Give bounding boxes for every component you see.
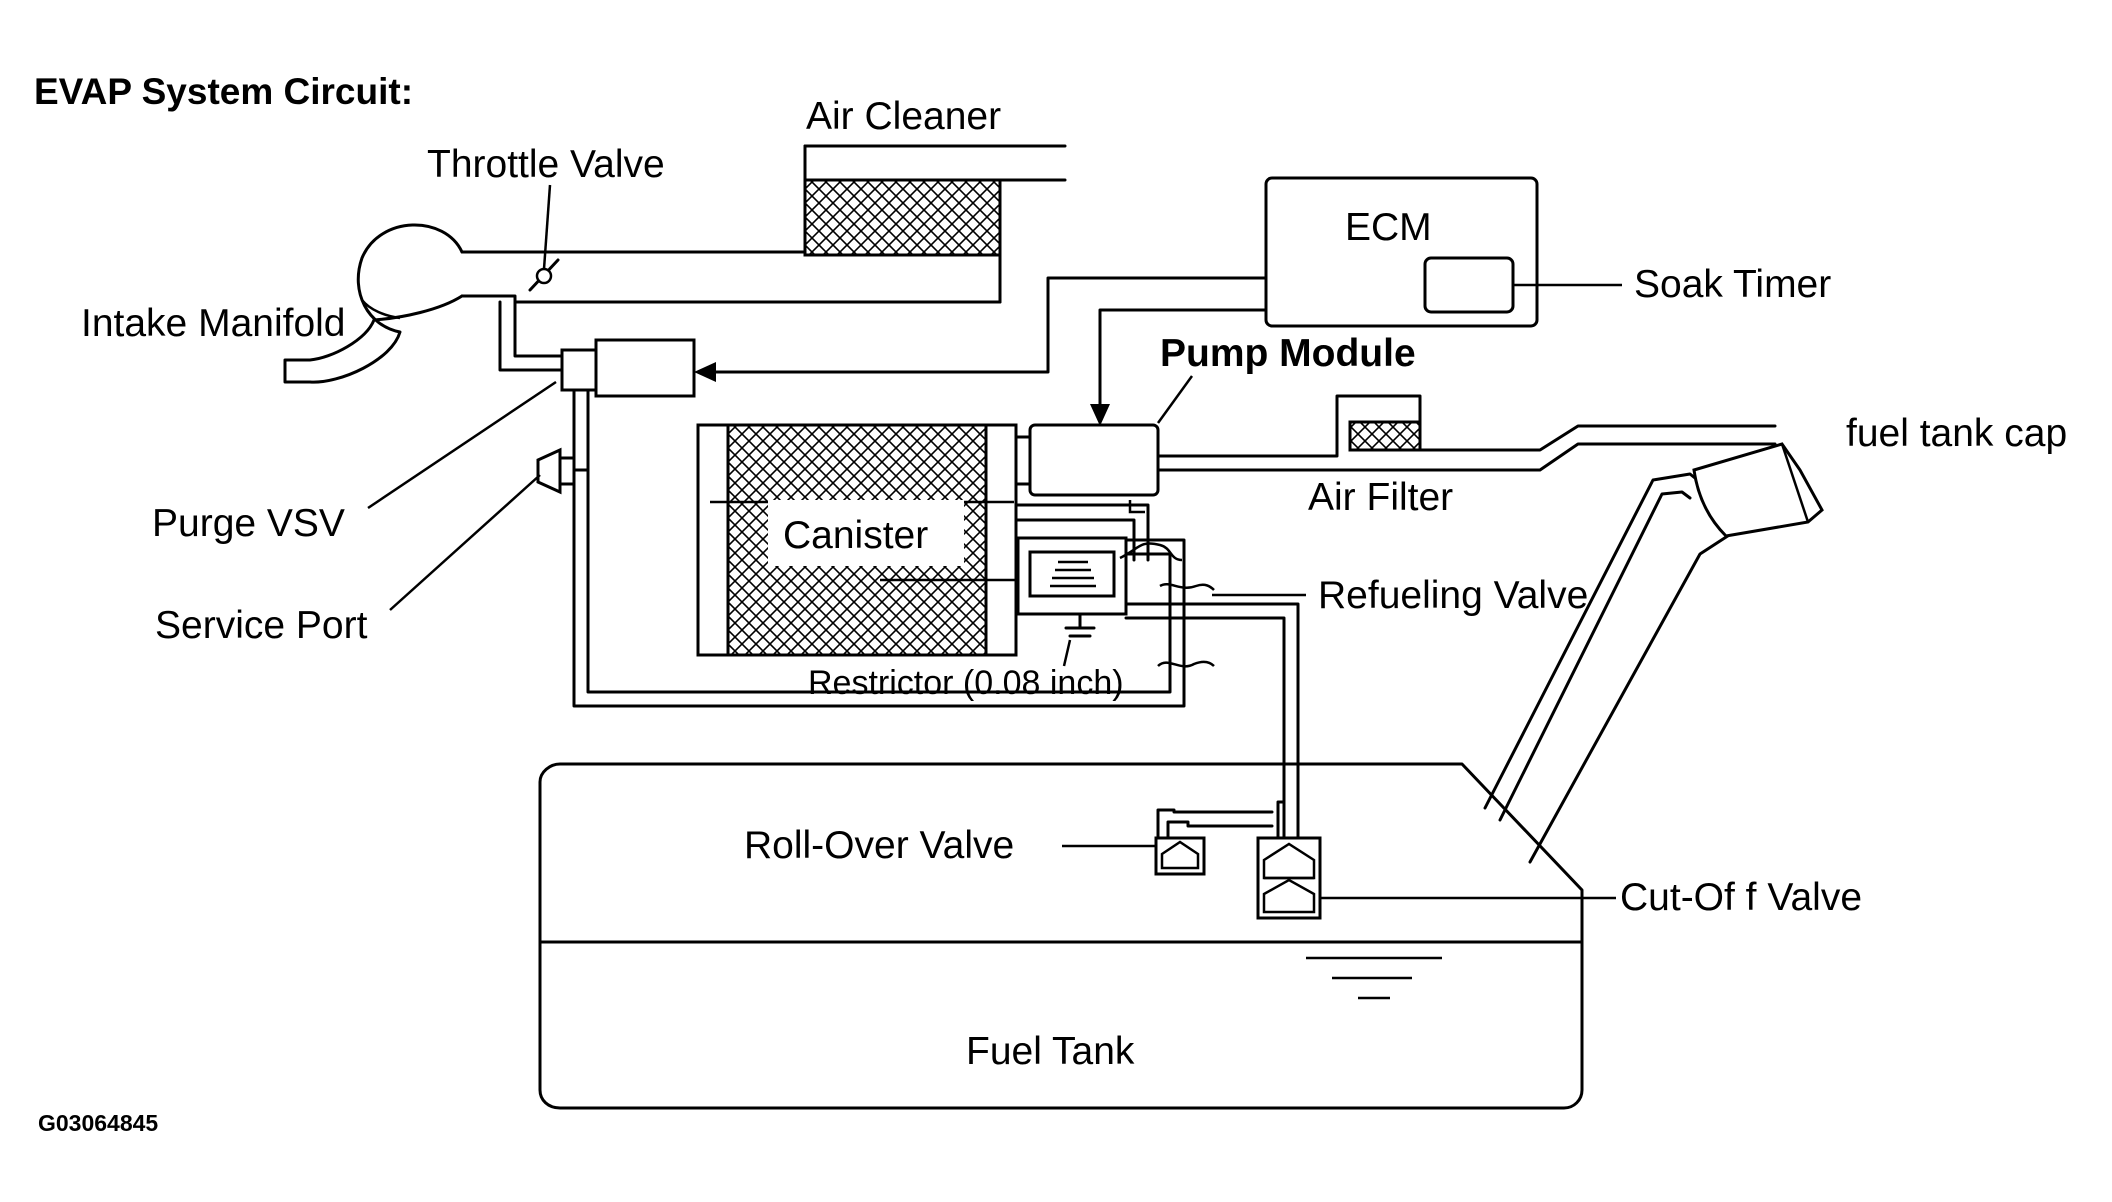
fuel-filler-neck	[1483, 472, 1742, 864]
cut-off-valve-label: Cut-Of f Valve	[1620, 876, 1862, 919]
purge-hose-lower	[572, 388, 1186, 708]
refueling-valve	[1014, 503, 1306, 638]
air-cleaner-label: Air Cleaner	[806, 95, 1001, 138]
purge-vsv-leader	[367, 380, 557, 510]
tank-vapor-line	[1124, 602, 1300, 840]
intake-manifold-label: Intake Manifold	[81, 302, 346, 345]
canister-label: Canister	[783, 514, 928, 557]
soak-timer-label: Soak Timer	[1634, 263, 1831, 306]
roll-over-valve	[1062, 836, 1206, 876]
vent-line	[1156, 394, 1777, 472]
air-cleaner	[803, 144, 1067, 304]
intake-air-duct	[460, 250, 1002, 304]
service-port-leader	[389, 474, 541, 611]
purge-vsv	[560, 338, 696, 398]
intake-manifold	[283, 223, 464, 384]
air-filter-label: Air Filter	[1308, 476, 1453, 519]
throttle-valve-label: Throttle Valve	[427, 143, 665, 186]
service-port-label: Service Port	[155, 604, 368, 647]
figure-code: G03064845	[38, 1110, 158, 1136]
throttle-valve	[528, 184, 560, 292]
ecm	[1264, 176, 1622, 328]
restrictor	[1062, 639, 1215, 668]
pump-module-label: Pump Module	[1160, 332, 1416, 375]
diagram-title: EVAP System Circuit:	[34, 71, 413, 112]
cut-off-valve	[1256, 836, 1616, 920]
refueling-valve-label: Refueling Valve	[1318, 574, 1588, 617]
roll-over-valve-label: Roll-Over Valve	[744, 824, 1014, 867]
fuel-tank-label: Fuel Tank	[966, 1030, 1135, 1073]
pump-module	[1014, 375, 1194, 514]
fuel-tank-cap	[1692, 442, 1824, 538]
ecm-label: ECM	[1345, 206, 1432, 249]
purge-vsv-label: Purge VSV	[152, 502, 345, 545]
fuel-tank-cap-label: fuel tank cap	[1846, 412, 2067, 455]
restrictor-label: Restrictor (0.08 inch)	[808, 664, 1124, 702]
purge-hose-upper	[498, 300, 564, 372]
service-port	[536, 447, 576, 495]
ecm-signal-wires	[694, 276, 1268, 426]
canister	[696, 423, 1030, 657]
fuel-tank	[538, 762, 1584, 1110]
